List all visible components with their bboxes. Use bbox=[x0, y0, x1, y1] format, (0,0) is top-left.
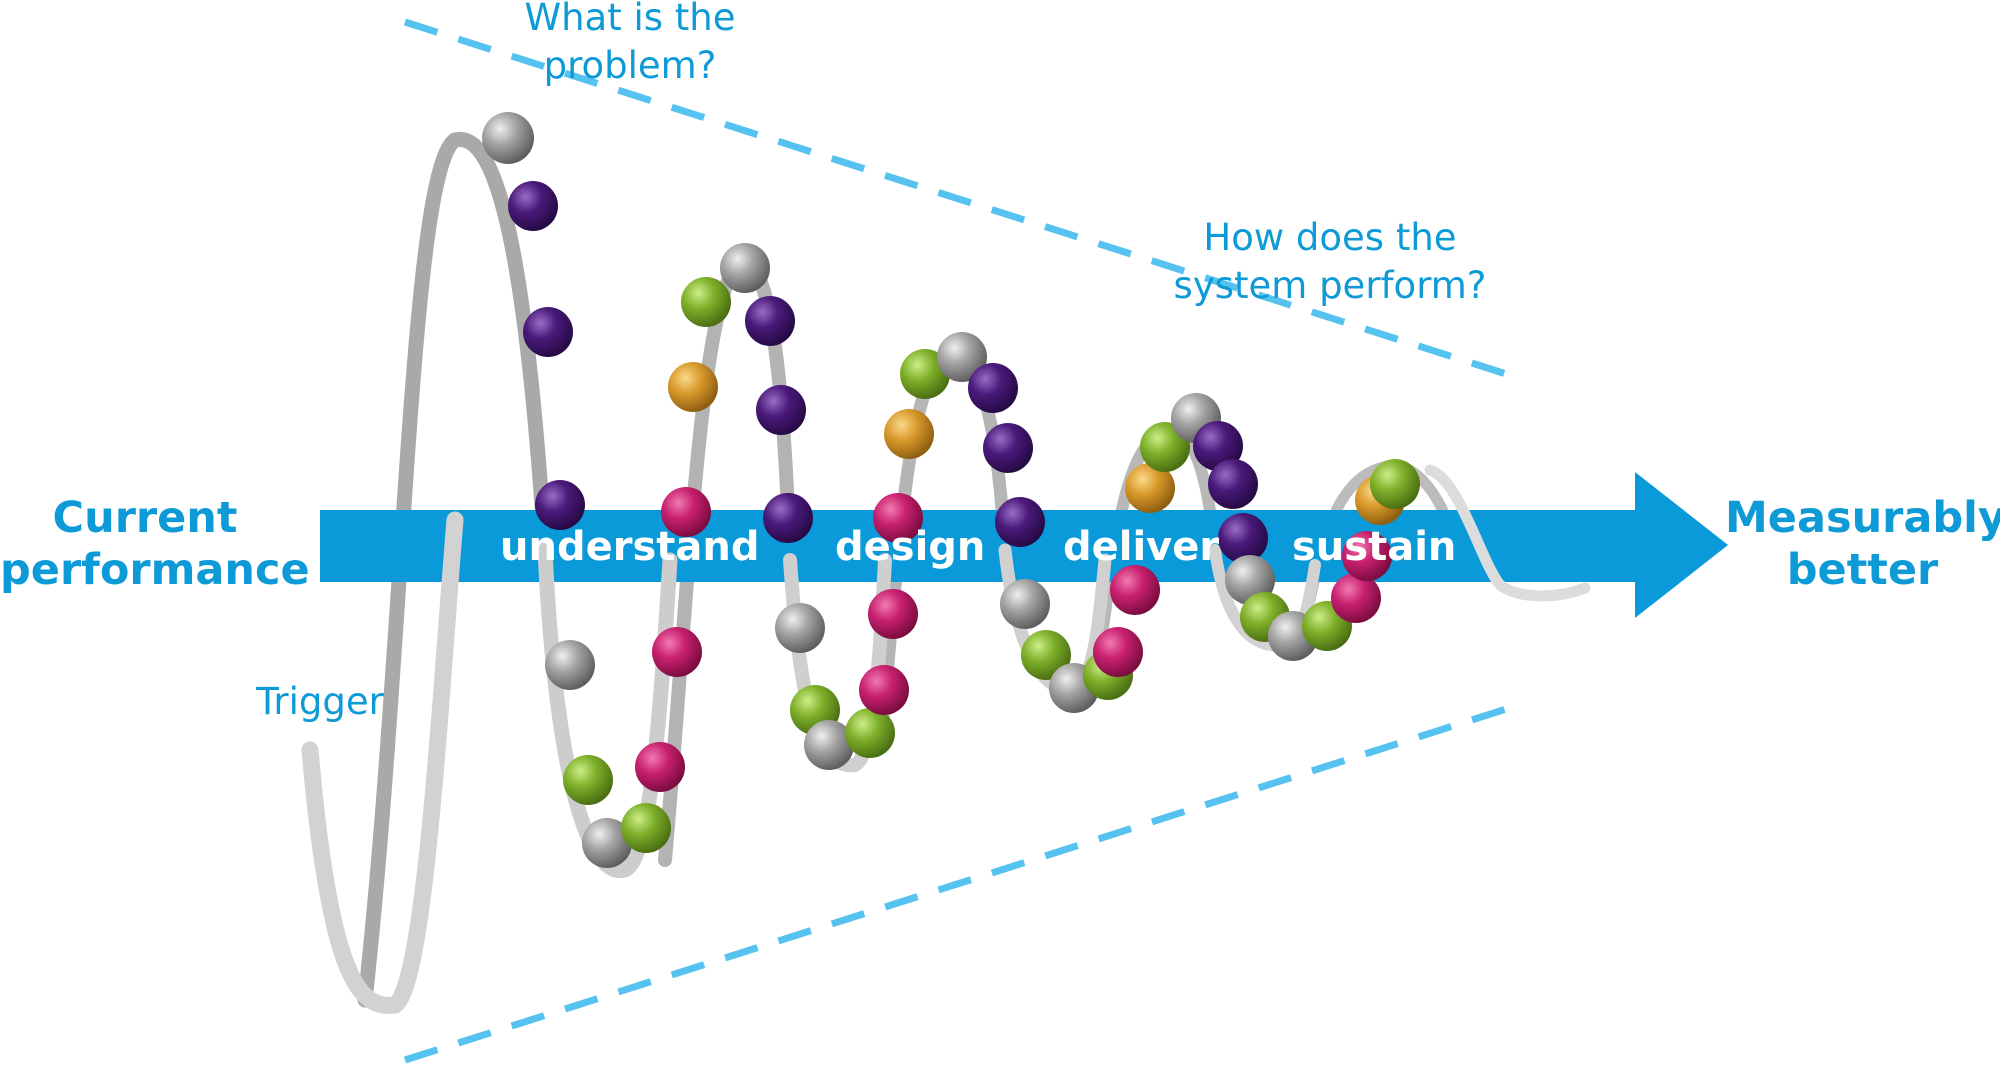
bead-magenta bbox=[661, 487, 711, 537]
bead-magenta bbox=[859, 665, 909, 715]
trigger-label: Trigger bbox=[256, 680, 384, 723]
bead-purple bbox=[995, 497, 1045, 547]
stage-sustain: sustain bbox=[1292, 524, 1457, 570]
end-line2: better bbox=[1786, 545, 1939, 595]
beads bbox=[482, 112, 1420, 868]
bead-purple bbox=[756, 385, 806, 435]
bead-purple bbox=[745, 296, 795, 346]
stage-understand: understand bbox=[500, 524, 760, 570]
bead-grey bbox=[804, 720, 854, 770]
question-problem-line2: problem? bbox=[543, 44, 717, 87]
bead-purple bbox=[523, 307, 573, 357]
bead-magenta bbox=[868, 589, 918, 639]
bead-magenta bbox=[1093, 627, 1143, 677]
stage-deliver: deliver bbox=[1063, 524, 1220, 570]
bead-grey bbox=[545, 640, 595, 690]
bead-purple bbox=[535, 480, 585, 530]
question-system: How does the system perform? bbox=[1130, 214, 1530, 310]
measurably-better-label: Measurably better bbox=[1725, 492, 2000, 596]
bead-purple bbox=[1218, 513, 1268, 563]
bead-grey bbox=[775, 603, 825, 653]
end-line1: Measurably bbox=[1725, 493, 2000, 543]
bead-grey bbox=[720, 243, 770, 293]
question-problem-line1: What is the bbox=[524, 0, 736, 39]
bead-green bbox=[845, 708, 895, 758]
bead-magenta bbox=[635, 742, 685, 792]
bead-magenta bbox=[652, 627, 702, 677]
funnel-bottom-dashed-line bbox=[403, 699, 1527, 1064]
bead-magenta bbox=[1110, 565, 1160, 615]
bead-purple bbox=[1208, 459, 1258, 509]
bead-purple bbox=[968, 363, 1018, 413]
bead-magenta bbox=[1331, 573, 1381, 623]
bead-grey bbox=[1000, 579, 1050, 629]
bead-orange bbox=[668, 362, 718, 412]
bead-orange bbox=[1125, 463, 1175, 513]
funnel-top-dashed-line bbox=[403, 18, 1527, 384]
bead-grey bbox=[582, 818, 632, 868]
bead-green bbox=[1370, 459, 1420, 509]
bead-green bbox=[621, 803, 671, 853]
bead-purple bbox=[1193, 421, 1243, 471]
bead-purple bbox=[983, 423, 1033, 473]
stage-design: design bbox=[835, 524, 986, 570]
start-line1: Current bbox=[52, 493, 238, 543]
bead-purple bbox=[763, 493, 813, 543]
question-system-line1: How does the bbox=[1203, 216, 1457, 259]
bead-green bbox=[681, 277, 731, 327]
bead-grey bbox=[937, 332, 987, 382]
current-performance-label: Current performance bbox=[0, 492, 310, 596]
question-problem: What is the problem? bbox=[470, 0, 790, 90]
start-line2: performance bbox=[0, 545, 310, 595]
question-system-line2: system perform? bbox=[1173, 264, 1487, 307]
bead-purple bbox=[508, 181, 558, 231]
bead-grey bbox=[482, 112, 534, 164]
bead-green bbox=[1021, 630, 1071, 680]
bead-green bbox=[563, 755, 613, 805]
bead-orange bbox=[884, 409, 934, 459]
bead-magenta bbox=[873, 493, 923, 543]
bead-magenta bbox=[1342, 531, 1392, 581]
